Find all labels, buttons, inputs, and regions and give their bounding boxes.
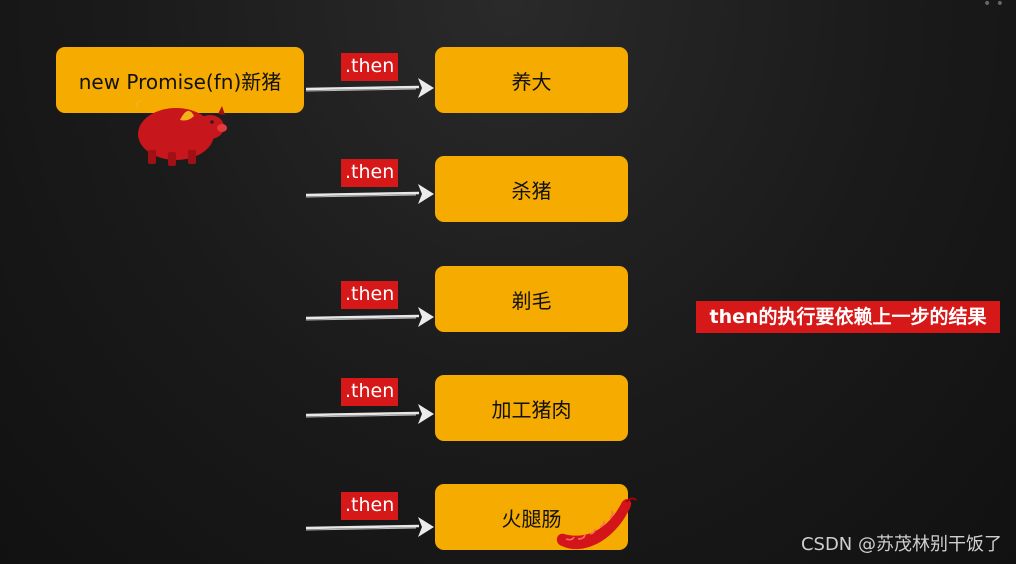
then-label-5: .then	[341, 492, 399, 520]
arrow-3	[305, 307, 434, 327]
start-box-promise: new Promise(fn)新猪	[56, 47, 304, 113]
step-label-4: 加工猪肉	[491, 397, 572, 422]
then-label-4: .then	[341, 378, 399, 406]
then-label-2: .then	[341, 159, 399, 187]
pig-icon	[135, 100, 227, 166]
sausage-icon	[556, 497, 637, 550]
step-label-5: 火腿肠	[501, 506, 562, 531]
step-box-3: 剃毛	[435, 266, 628, 332]
arrow-5	[305, 517, 434, 537]
step-box-2: 杀猪	[435, 156, 628, 222]
then-label-3: .then	[341, 281, 399, 309]
arrow-4	[305, 404, 434, 424]
watermark: CSDN @苏茂林别干饭了	[800, 534, 1002, 555]
step-label-2: 杀猪	[511, 178, 552, 203]
start-box-label: new Promise(fn)新猪	[78, 69, 282, 94]
step-box-1: 养大	[435, 47, 628, 113]
arrow-1	[305, 78, 434, 98]
step-box-4: 加工猪肉	[435, 375, 628, 441]
step-label-1: 养大	[511, 69, 552, 94]
arrow-2	[305, 184, 434, 204]
top-corner-dots: • •	[983, 0, 1004, 12]
then-label-1: .then	[341, 53, 399, 81]
dependency-note: then的执行要依赖上一步的结果	[696, 301, 1000, 333]
step-label-3: 剃毛	[511, 288, 552, 313]
